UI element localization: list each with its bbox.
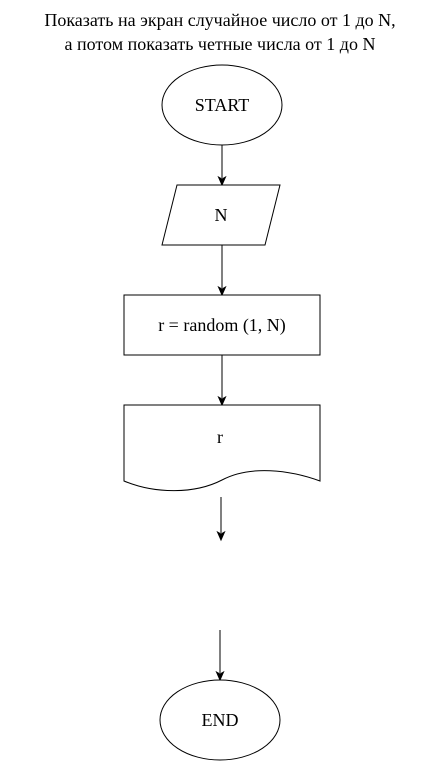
edge-start-to-input (217, 145, 227, 187)
arrowhead (215, 670, 225, 682)
input-parallelogram (161, 184, 281, 246)
output-node[interactable]: r (123, 404, 321, 492)
end-node[interactable]: END (159, 679, 281, 761)
input-label: N (215, 205, 228, 225)
arrowhead (217, 395, 227, 407)
edge-dangling-to-end (215, 630, 225, 682)
diagram-title-line-1: Показать на экран случайное число от 1 д… (44, 10, 395, 30)
process-rectangle (123, 294, 321, 356)
arrowhead (216, 530, 226, 542)
edge-output-dangling (216, 497, 226, 542)
edge-process-to-output (217, 355, 227, 407)
output-label: r (217, 427, 223, 447)
arrowhead (217, 285, 227, 297)
start-label: START (195, 95, 249, 115)
end-label: END (202, 710, 239, 730)
output-document-shape (123, 404, 321, 492)
edge-input-to-process (217, 245, 227, 297)
arrowhead (217, 175, 227, 187)
process-node[interactable]: r = random (1, N) (123, 294, 321, 356)
start-node[interactable]: START (161, 64, 283, 146)
diagram-title-line-2: а потом показать четные числа от 1 до N (65, 34, 376, 54)
end-ellipse (159, 679, 281, 761)
input-node[interactable]: N (161, 184, 281, 246)
process-label: r = random (1, N) (158, 315, 286, 336)
